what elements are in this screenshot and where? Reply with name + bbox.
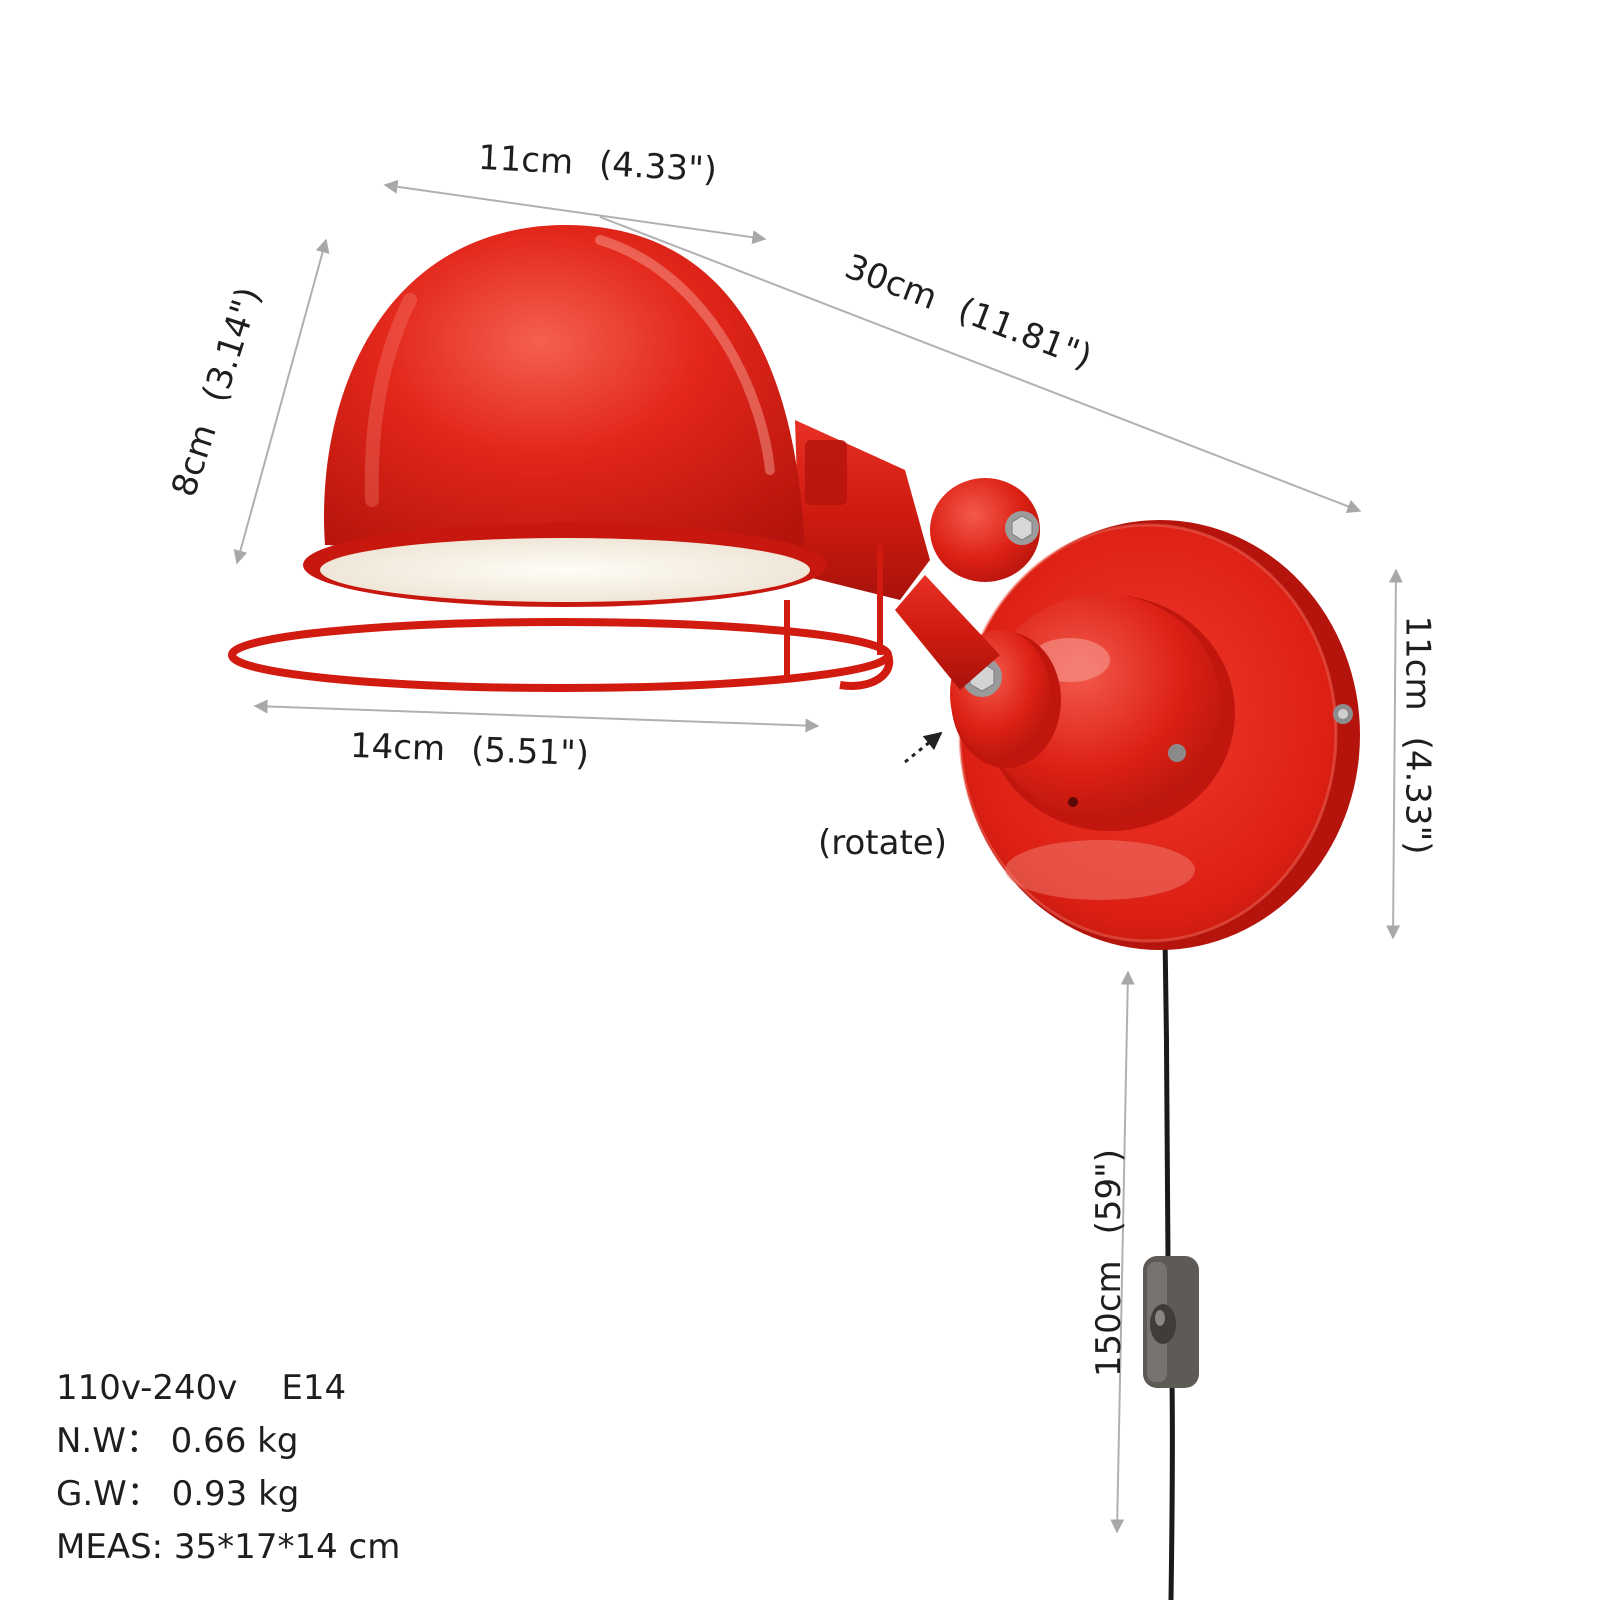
ring-width-line [253, 699, 820, 733]
shade-depth-inch: (4.33") [598, 144, 718, 191]
spec-net-weight: N.W： 0.66 kg [56, 1421, 299, 1461]
spec-socket: E14 [281, 1368, 347, 1408]
dimension-lines [233, 179, 1403, 1534]
spec-gross-weight: G.W： 0.93 kg [56, 1474, 300, 1514]
spec-measurements: MEAS: 35*17*14 cm [56, 1527, 401, 1567]
lamp-shade [303, 224, 827, 607]
base-diameter-inch: (4.33") [1397, 736, 1438, 855]
cord-length-line [1110, 970, 1135, 1534]
swivel-socket [985, 594, 1235, 831]
shade-depth-cm: 11cm [477, 137, 575, 183]
ring-width-inch: (5.51") [470, 730, 590, 775]
base-diameter-label: 11cm (4.33") [1397, 615, 1438, 855]
shade-depth-line [383, 179, 767, 245]
lamp-arm [795, 420, 1040, 690]
cord-length-label: 150cm (59") [1089, 1148, 1130, 1378]
ring-width-cm: 14cm [349, 725, 446, 770]
inline-switch [1143, 1256, 1199, 1388]
guard-ring [228, 545, 894, 692]
spec-list: 110v-240v E14 N.W： 0.66 kg G.W： 0.93 kg M… [56, 1362, 400, 1574]
power-cord [1162, 934, 1175, 1600]
rotate-label: (rotate) [818, 823, 947, 863]
shade-height-line [233, 238, 330, 565]
cord-length-cm: 150cm [1089, 1260, 1130, 1378]
base-diameter-line [1386, 568, 1403, 940]
base-diameter-cm: 11cm [1397, 615, 1438, 711]
spec-power: 110v-240v E14 [56, 1362, 400, 1415]
rotate-arrow [904, 731, 943, 764]
arm-length-line [599, 216, 1362, 513]
cord-length-inch: (59") [1089, 1148, 1130, 1235]
ring-width-label: 14cm (5.51") [349, 725, 590, 775]
spec-voltage: 110v-240v [56, 1368, 238, 1408]
